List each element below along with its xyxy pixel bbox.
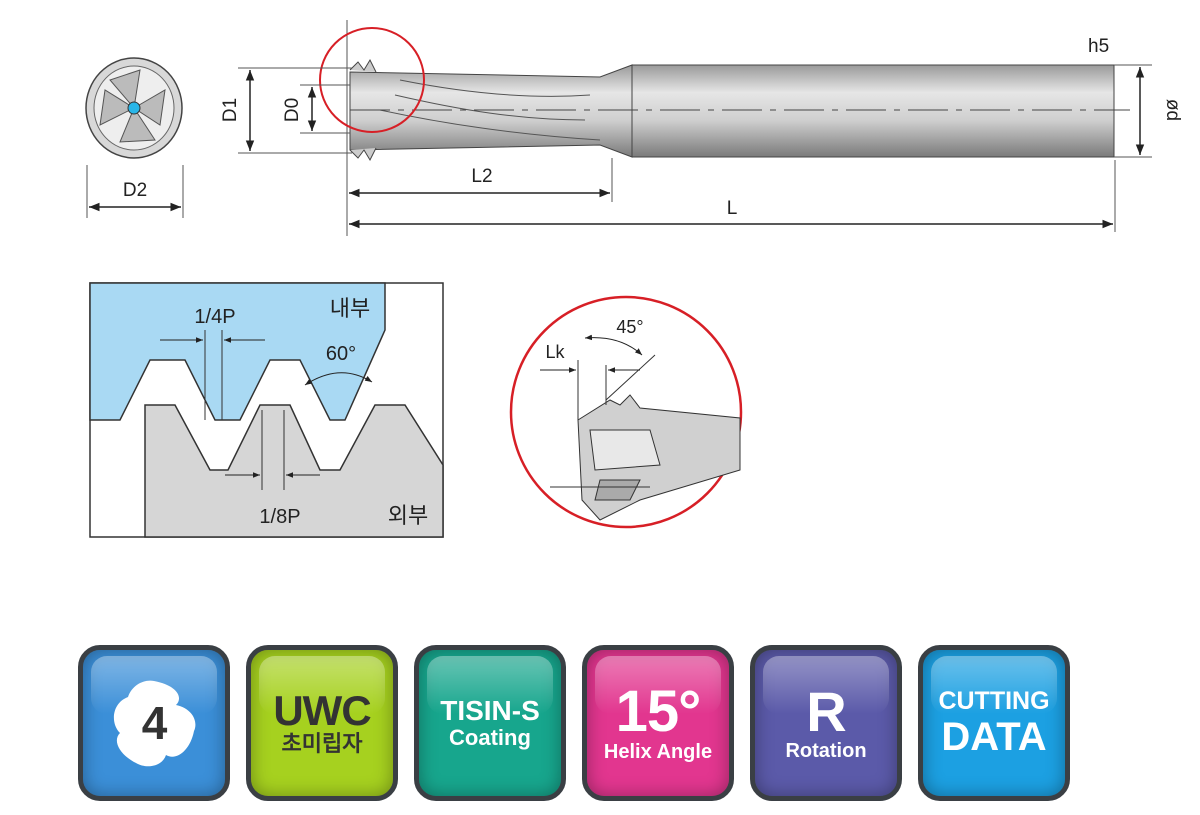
badge-coating-main: TISIN-S bbox=[440, 695, 540, 727]
badge-uwc: UWC 초미립자 bbox=[246, 645, 398, 801]
tool-side-view: D1 D0 h5 ød L2 L bbox=[220, 20, 1183, 236]
quarter-pitch-label: 1/4P bbox=[194, 306, 235, 328]
od-label: ød bbox=[1162, 99, 1183, 121]
badge-cutting-sub: DATA bbox=[941, 714, 1047, 759]
end-view: D2 bbox=[85, 57, 184, 218]
badge-rotation: R Rotation bbox=[750, 645, 902, 801]
badge-coating-sub: Coating bbox=[449, 724, 531, 750]
badge-helix: 15° Helix Angle bbox=[582, 645, 734, 801]
badge-coating: TISIN-S Coating bbox=[414, 645, 566, 801]
d2-label: D2 bbox=[123, 180, 147, 201]
badge-uwc-sub: 초미립자 bbox=[281, 730, 363, 756]
badge-flutes: 4 bbox=[78, 645, 230, 801]
badge-helix-main: 15° bbox=[615, 679, 702, 744]
angle-60-label: 60° bbox=[326, 343, 356, 365]
l2-label: L2 bbox=[471, 166, 492, 187]
lk-label: Lk bbox=[545, 342, 565, 362]
badge-rotation-sub: Rotation bbox=[785, 740, 867, 762]
badge-rotation-main: R bbox=[806, 680, 846, 743]
eighth-pitch-label: 1/8P bbox=[259, 506, 300, 528]
feature-badges: 4 UWC 초미립자 TISIN-S Coating 15° Helix Ang… bbox=[78, 645, 1070, 801]
technical-drawing: D2 D1 D0 h5 ød L2 L bbox=[85, 20, 1183, 538]
detail-view: 45° Lk bbox=[509, 295, 743, 529]
badge-cutting-data[interactable]: CUTTING DATA bbox=[918, 645, 1070, 801]
badge-uwc-main: UWC bbox=[273, 686, 371, 734]
badge-cutting-main: CUTTING bbox=[938, 687, 1050, 716]
h5-label: h5 bbox=[1088, 36, 1109, 57]
external-label: 외부 bbox=[388, 503, 428, 528]
thread-profile: 1/4P 내부 60° 1/8P 외부 bbox=[89, 282, 444, 538]
d1-label: D1 bbox=[220, 98, 241, 122]
badge-helix-sub: Helix Angle bbox=[603, 741, 713, 763]
internal-label: 내부 bbox=[330, 296, 370, 321]
flute-icon bbox=[113, 680, 196, 767]
badge-flutes-main: 4 bbox=[141, 697, 168, 749]
l-label: L bbox=[727, 198, 738, 219]
d0-label: D0 bbox=[282, 98, 303, 122]
angle-45-label: 45° bbox=[616, 317, 643, 337]
